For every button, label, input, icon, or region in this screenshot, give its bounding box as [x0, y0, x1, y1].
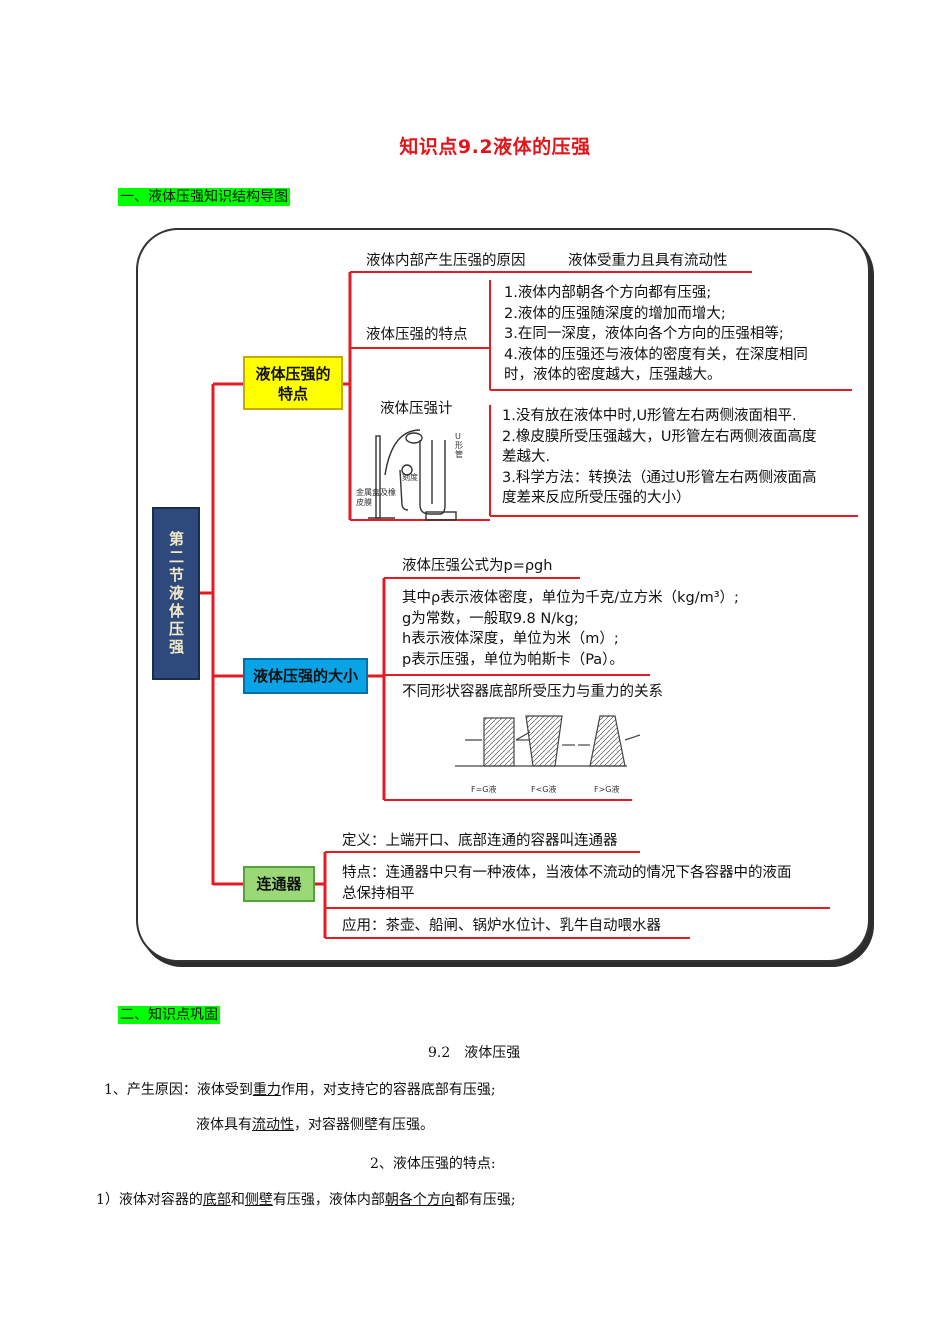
page-title: 知识点9.2液体的压强: [399, 136, 591, 158]
mindmap-lines: [200, 271, 858, 939]
cause-label: 液体内部产生压强的原因: [366, 253, 526, 269]
mindmap-root-box: 第二节液体压强: [152, 507, 200, 680]
formula-explain: 其中ρ表示液体密度，单位为千克/立方米（kg/m³）; g为常数，一般取9.8 …: [402, 588, 739, 670]
connector-feature-line: 特点：连通器中只有一种液体，当液体不流动的情况下各容器中的液面: [342, 865, 792, 881]
gauge-note-line: 1.没有放在液体中时,U形管左右两侧液面相平.: [502, 408, 797, 424]
underlined-term: 重力: [252, 1082, 281, 1098]
case-label: F>G液: [594, 785, 620, 794]
container-shapes-figure: [455, 715, 641, 767]
branch-connector-box: 连通器: [243, 866, 315, 902]
text-run: 液体具有: [196, 1117, 252, 1133]
paragraph-flow: 液体具有流动性，对容器侧壁有压强。: [196, 1114, 434, 1134]
cause-value: 液体受重力且具有流动性: [568, 253, 728, 269]
gauge-u-label: U形管: [455, 432, 463, 459]
text-run: 有压强，液体内部: [272, 1192, 385, 1208]
text-run: 1）液体对容器的: [96, 1192, 203, 1208]
case-label: F=G液: [471, 785, 497, 794]
explain-line: g为常数，一般取9.8 N/kg;: [402, 610, 579, 627]
branch-features-box: 液体压强的特点: [243, 356, 343, 410]
feature-line: 4.液体的压强还与液体的密度有关，在深度相同: [504, 346, 808, 363]
text-run: 都有压强;: [454, 1192, 516, 1208]
underlined-term: 底部: [202, 1192, 231, 1208]
explain-line: 其中ρ表示液体密度，单位为千克/立方米（kg/m³）;: [402, 590, 739, 606]
gauge-box-label: 金属盒及橡皮膜: [356, 488, 396, 507]
paragraph-cause: 1、产生原因：液体受到重力作用，对支持它的容器底部有压强;: [104, 1079, 496, 1099]
connector-features: 特点：连通器中只有一种液体，当液体不流动的情况下各容器中的液面 总保持相平: [342, 863, 792, 904]
connector-applications: 应用：茶壶、船闸、锅炉水位计、乳牛自动喂水器: [342, 918, 661, 934]
feature-line: 3.在同一深度，液体向各个方向的压强相等;: [504, 326, 784, 342]
section-heading-1: 一、液体压强知识结构导图: [118, 186, 290, 206]
feature-line: 2.液体的压强随深度的增加而增大;: [504, 305, 726, 322]
paragraph-features-heading: 2、液体压强的特点:: [370, 1156, 496, 1172]
branch-magnitude-box: 液体压强的大小: [243, 658, 368, 694]
underlined-term: 流动性: [252, 1117, 294, 1133]
paragraph-feature-1: 1）液体对容器的底部和侧壁有压强，液体内部朝各个方向都有压强;: [96, 1189, 516, 1209]
gauge-note-line: 2.橡皮膜所受压强越大，U形管左右两侧液面高度: [502, 428, 817, 445]
explain-line: h表示液体深度，单位为米（m）;: [402, 631, 619, 647]
connector-feature-line: 总保持相平: [342, 885, 415, 902]
gauge-scale-label: 刻度: [402, 473, 418, 482]
text-run: 1、产生原因：液体受到: [104, 1082, 253, 1098]
section-heading-2: 二、知识点巩固: [118, 1004, 220, 1024]
underlined-term: 朝各个方向: [384, 1192, 455, 1208]
shapes-label: 不同形状容器底部所受压力与重力的关系: [402, 684, 663, 700]
section-heading-2-text: 二、知识点巩固: [118, 1006, 220, 1024]
gauge-note-line: 3.科学方法：转换法（通过U形管左右两侧液面高: [502, 469, 817, 486]
underlined-term: 侧壁: [244, 1192, 273, 1208]
text-run: 作用，对支持它的容器底部有压强;: [280, 1082, 496, 1098]
pressure-gauge-figure: [368, 429, 457, 521]
gauge-label: 液体压强计: [380, 401, 453, 417]
gauge-note-line: 度差来反应所受压强的大小）: [502, 490, 691, 506]
features-label: 液体压强的特点: [366, 327, 468, 343]
feature-line: 时，液体的密度越大，压强越大。: [504, 367, 722, 383]
formula-text: 液体压强公式为p=ρgh: [402, 558, 553, 574]
gauge-notes: 1.没有放在液体中时,U形管左右两侧液面相平. 2.橡皮膜所受压强越大，U形管左…: [502, 406, 816, 509]
feature-line: 1.液体内部朝各个方向都有压强;: [504, 285, 712, 301]
features-list: 1.液体内部朝各个方向都有压强; 2.液体的压强随深度的增加而增大; 3.在同一…: [504, 283, 808, 386]
connector-definition: 定义：上端开口、底部连通的容器叫连通器: [342, 833, 618, 849]
mindmap-card: [136, 228, 870, 962]
explain-line: p表示压强，单位为帕斯卡（Pa）。: [402, 651, 624, 668]
case-label: F<G液: [531, 785, 557, 794]
subsection-title: 9.2 液体压强: [428, 1045, 521, 1061]
text-run: ，对容器侧壁有压强。: [294, 1117, 434, 1133]
section-heading-1-text: 一、液体压强知识结构导图: [118, 188, 290, 206]
gauge-note-line: 差越大.: [502, 449, 551, 465]
text-run: 和: [230, 1192, 245, 1208]
